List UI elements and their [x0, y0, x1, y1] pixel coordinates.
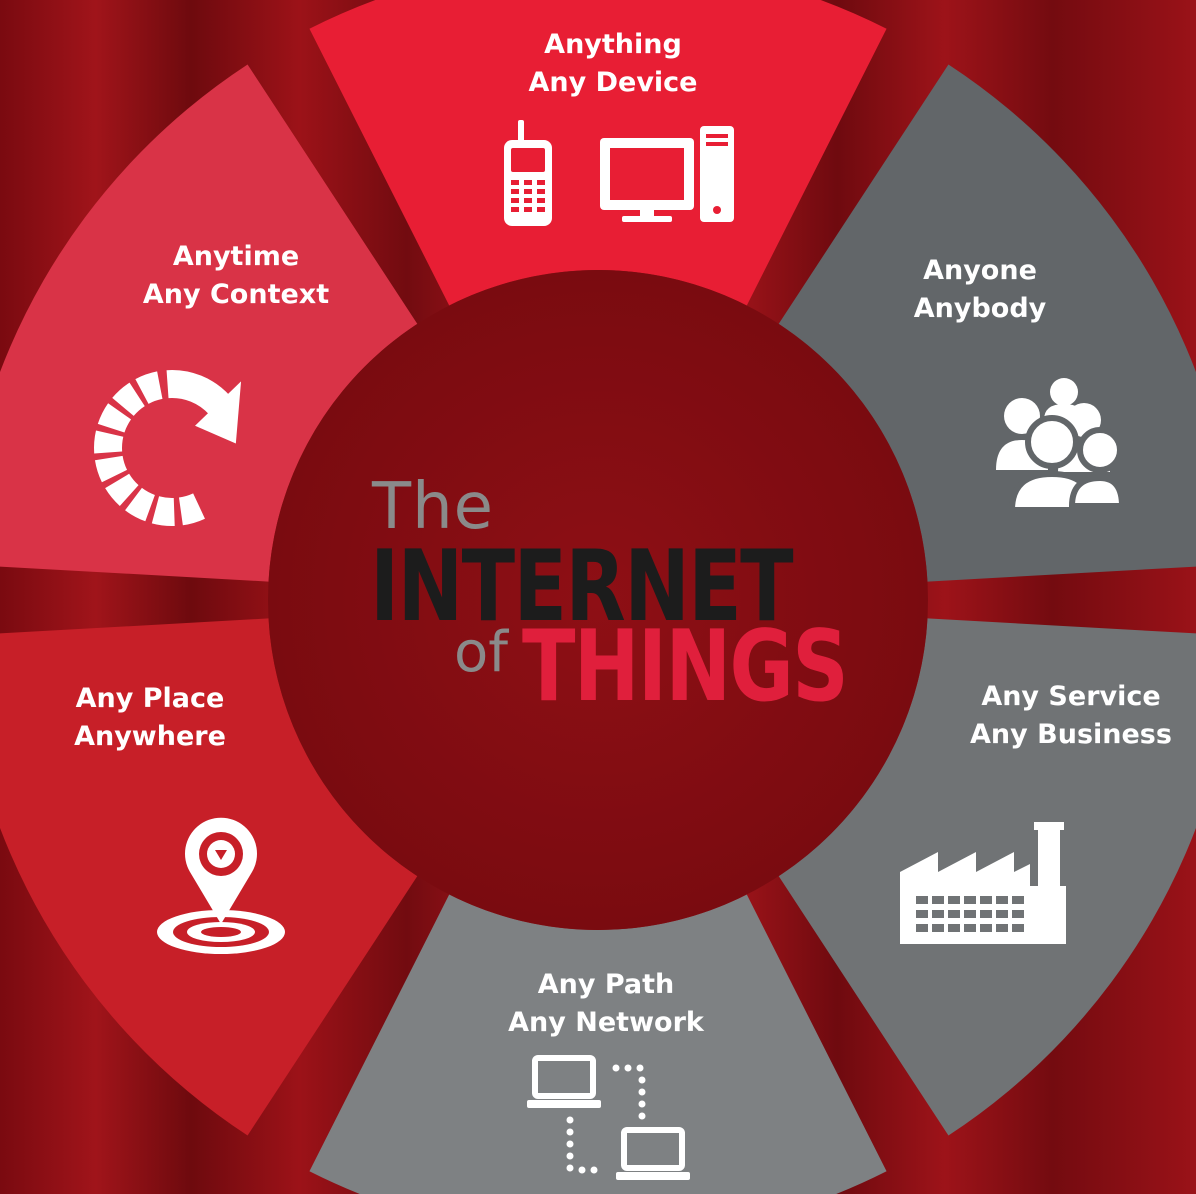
cycle-band: [166, 369, 230, 415]
center-disc: [268, 270, 928, 930]
network-icon: [527, 1055, 690, 1180]
devices-icon: [504, 120, 734, 226]
segment-line: Any Network: [508, 1007, 704, 1038]
segment-line: Any Place: [75, 683, 225, 714]
title-the: The: [372, 470, 495, 544]
segment-label-anything: Anything Any Device: [498, 26, 728, 102]
cycle-wedge: [178, 493, 205, 526]
factory-icon: [900, 822, 1066, 944]
segment-label-any-path: Any Path Any Network: [496, 966, 716, 1042]
iot-title: The INTERNET of THINGS: [370, 470, 890, 724]
segment-line: Anyone: [923, 255, 1037, 286]
segment-line: Any Context: [142, 279, 330, 310]
title-internet: INTERNET: [370, 530, 794, 644]
cycle-wedge: [151, 496, 175, 527]
segment-line: Any Business: [970, 719, 1172, 750]
segment-line: Any Device: [528, 67, 698, 98]
cycle-wedge: [112, 382, 145, 416]
location-pin-icon: [157, 817, 285, 954]
segment-anything: [309, 0, 887, 306]
segment-line: Anything: [544, 29, 682, 60]
segment-label-any-service: Any Service Any Business: [956, 678, 1186, 754]
title-things: THINGS: [522, 610, 849, 724]
segment-line: Any Service: [981, 681, 1161, 712]
cycle-wedge: [135, 371, 163, 404]
cycle-arrowhead: [195, 381, 242, 444]
cycle-wedge: [94, 430, 124, 454]
segment-label-any-place: Any Place Anywhere: [40, 680, 260, 756]
people-icon: [996, 378, 1126, 513]
refresh-cycle-icon: [94, 369, 242, 527]
segment-label-anyone: Anyone Anybody: [870, 252, 1090, 328]
cycle-wedge: [97, 403, 132, 433]
segment-line: Anywhere: [74, 721, 226, 752]
title-of: of: [454, 620, 508, 685]
cycle-wedge: [105, 473, 139, 506]
segment-line: Any Path: [537, 969, 675, 1000]
segment-any-path: [309, 894, 887, 1194]
segment-line: Anytime: [172, 241, 300, 272]
segment-label-anytime: Anytime Any Context: [126, 238, 346, 314]
cycle-wedge: [94, 455, 128, 483]
segment-line: Anybody: [913, 293, 1047, 324]
cycle-wedge: [125, 487, 155, 522]
